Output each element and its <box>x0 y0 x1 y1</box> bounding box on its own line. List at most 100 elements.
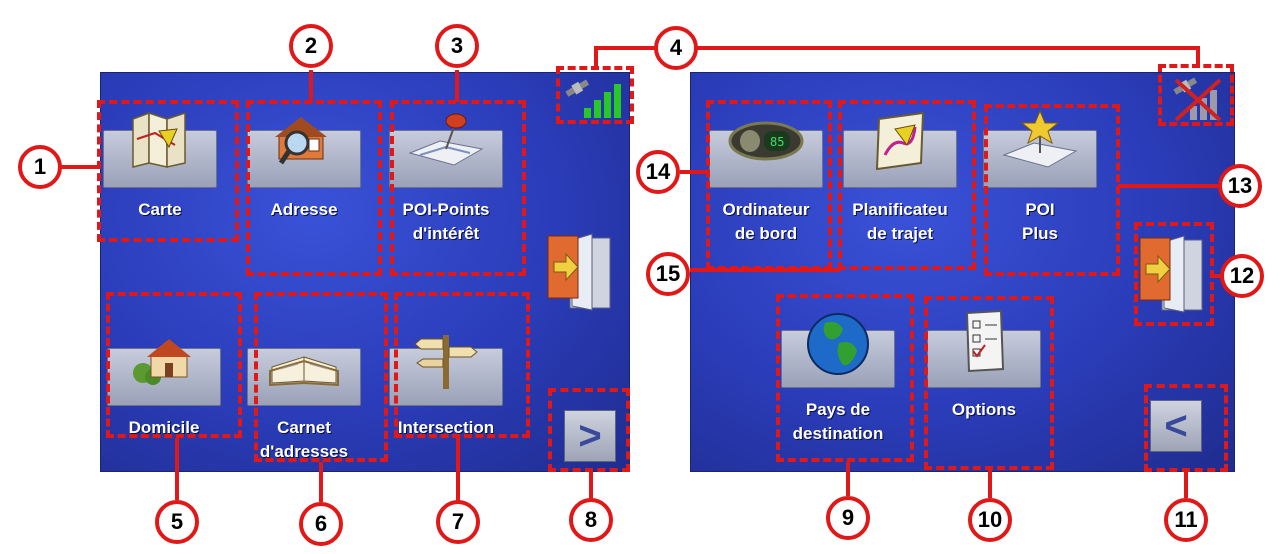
domicile-label: Domicile <box>128 418 200 437</box>
intersection-label: Intersection <box>397 418 495 437</box>
highlight-box-11 <box>1144 384 1228 472</box>
pays-destination-button[interactable]: Pays de destination <box>778 313 898 446</box>
highlight-box-8 <box>548 388 630 472</box>
carnet-icon-plate <box>247 348 361 406</box>
poi-label: POI-Points d'intérêt <box>402 200 490 243</box>
highlight-box-7 <box>394 292 530 438</box>
leader-12 <box>1212 274 1222 278</box>
globe-icon <box>807 313 869 375</box>
planificateur-trajet-button[interactable]: Planificateu de trajet <box>840 111 960 246</box>
map-icon <box>132 111 186 168</box>
exit-door-icon <box>547 233 611 311</box>
leader-15 <box>690 268 840 272</box>
callout-10: 10 <box>968 498 1012 542</box>
callout-15: 15 <box>646 252 690 296</box>
options-label: Options <box>951 400 1017 419</box>
poi-icon-plate <box>389 113 503 188</box>
carte-label: Carte <box>138 200 182 219</box>
carte-icon-plate <box>103 111 217 188</box>
callout-3: 3 <box>435 24 479 68</box>
carte-button[interactable]: Carte <box>100 111 220 222</box>
home-icon <box>133 339 191 385</box>
svg-text:85: 85 <box>770 135 784 149</box>
highlight-box-14 <box>706 100 832 270</box>
callout-1: 1 <box>18 145 62 189</box>
pays-icon-plate <box>781 313 895 388</box>
highlight-box-15 <box>838 100 976 270</box>
callout-13: 13 <box>1218 164 1262 208</box>
options-icon-plate <box>927 309 1041 388</box>
exit-button-page2[interactable] <box>1138 232 1206 314</box>
leader-14 <box>680 170 708 174</box>
callout-7: 7 <box>436 500 480 544</box>
gps-no-signal-icon <box>1173 77 1222 122</box>
highlight-box-9 <box>776 294 914 462</box>
leader-13 <box>1118 184 1218 188</box>
highlight-box-2 <box>246 100 382 276</box>
exit-button[interactable] <box>546 230 614 312</box>
poi-plus-icon-plate <box>983 109 1097 188</box>
planificateur-label: Planificateu de trajet <box>852 200 948 243</box>
callout-5: 5 <box>155 500 199 544</box>
callout-8: 8 <box>569 498 613 542</box>
leader-10 <box>988 470 992 498</box>
route-planner-icon <box>875 111 925 171</box>
callout-2: 2 <box>289 24 333 68</box>
ordinateur-de-bord-button[interactable]: 85 Ordinateur de bord <box>706 116 826 246</box>
intersection-button[interactable]: Intersection <box>386 334 506 440</box>
highlight-box-5 <box>106 292 242 438</box>
highlight-box-6 <box>254 292 388 462</box>
highlight-box-13 <box>984 104 1120 276</box>
leader-9 <box>846 462 850 496</box>
leader-3 <box>455 70 459 102</box>
next-page-button[interactable]: > <box>564 410 616 462</box>
house-magnifier-icon <box>275 117 327 165</box>
carnet-adresses-button[interactable]: Carnet d'adresses <box>244 334 364 464</box>
callout-11: 11 <box>1164 498 1208 542</box>
adresse-label: Adresse <box>270 200 338 219</box>
callout-4: 4 <box>654 26 698 70</box>
leader-5 <box>175 438 179 500</box>
leader-1 <box>60 165 100 169</box>
carnet-label: Carnet d'adresses <box>259 418 349 461</box>
callout-6: 6 <box>299 502 343 546</box>
leader-7 <box>456 438 460 502</box>
leader-2 <box>309 70 313 102</box>
domicile-button[interactable]: Domicile <box>104 334 224 440</box>
callout-14: 14 <box>636 150 680 194</box>
planificateur-icon-plate <box>843 111 957 188</box>
trip-computer-icon: 85 <box>728 121 804 161</box>
callout-9: 9 <box>826 496 870 540</box>
chevron-right-icon: > <box>578 413 602 458</box>
star-map-icon <box>1002 109 1078 168</box>
highlight-box-10 <box>924 296 1054 470</box>
leader-6 <box>319 462 323 502</box>
ordinateur-label: Ordinateur de bord <box>722 200 810 243</box>
highlight-box-12 <box>1134 222 1214 326</box>
highlight-box-1 <box>97 100 239 242</box>
leader-4-h <box>594 46 1200 50</box>
poi-button[interactable]: POI-Points d'intérêt <box>386 113 506 246</box>
options-button[interactable]: Options <box>924 309 1044 422</box>
leader-8 <box>589 472 593 500</box>
previous-page-button[interactable]: < <box>1150 400 1202 452</box>
signpost-icon <box>414 335 478 389</box>
chevron-left-icon: < <box>1164 403 1188 448</box>
leader-4-l <box>594 46 598 68</box>
checklist-icon <box>965 309 1005 373</box>
leader-11 <box>1184 472 1188 498</box>
poi-plus-button[interactable]: POI Plus <box>980 109 1100 246</box>
intersection-icon-plate <box>389 335 503 406</box>
highlight-box-4a <box>556 66 634 124</box>
adresse-button[interactable]: Adresse <box>244 116 364 222</box>
ordinateur-icon-plate: 85 <box>709 121 823 188</box>
pushpin-map-icon <box>408 113 484 166</box>
adresse-icon-plate <box>247 117 361 188</box>
address-book-icon <box>269 356 339 387</box>
callout-12: 12 <box>1220 254 1264 298</box>
domicile-icon-plate <box>107 339 221 406</box>
pays-label: Pays de destination <box>792 400 884 443</box>
leader-4-r <box>1196 46 1200 66</box>
highlight-box-3 <box>390 100 526 276</box>
gps-signal-icon <box>565 79 621 118</box>
